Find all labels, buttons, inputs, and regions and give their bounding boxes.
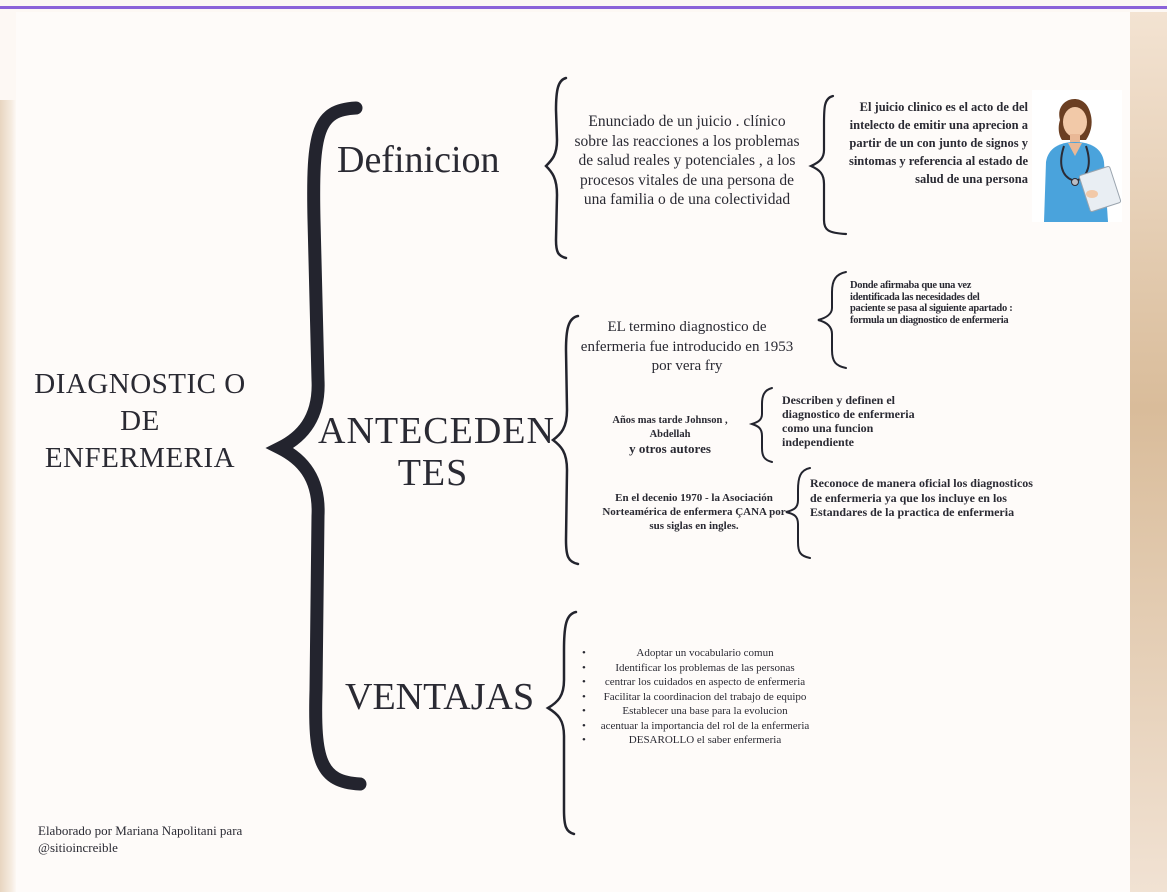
reconoce-brace [785,467,811,559]
nurse-illustration [1032,90,1122,222]
describen-brace [748,387,773,463]
list-item: Establecer una base para la evolucion [580,704,816,719]
top-accent-bar [0,0,1167,9]
ventajas-list: Adoptar un vocabulario comun Identificar… [580,646,816,748]
antecedentes-describen-text: Describen y definen el diagnostico de en… [782,393,915,449]
footer-credit: Elaborado por Mariana Napolitani para @s… [38,823,243,855]
definicion-text: Enunciado de un juicio . clínico sobre l… [574,113,800,208]
antecedentes-donde-text: Donde afirmaba que una vez identificada … [850,280,1013,326]
slide-canvas [16,12,1130,892]
anos-line-1: Años mas tarde Johnson , Abdellah [612,415,728,440]
left-decor-strip [0,100,16,892]
definicion-heading: Definicion [337,139,500,181]
ventajas-heading: VENTAJAS [345,676,535,718]
antecedentes-brace [550,314,580,566]
list-item: centrar los cuidados en aspecto de enfer… [580,675,816,690]
list-item: Facilitar la coordinacion del trabajo de… [580,690,816,705]
main-brace [265,101,367,791]
list-item: acentuar la importancia del rol de la en… [580,719,816,734]
antecedentes-intro-text: EL termino diagnostico de enfermeria fue… [580,319,794,374]
right-decor-strip [1130,12,1167,892]
antecedentes-anos-text: Años mas tarde Johnson , Abdellah y otro… [595,414,745,456]
antecedentes-reconoce-text: Reconoce de manera oficial los diagnosti… [810,476,1033,519]
main-title: DIAGNOSTIC O DE ENFERMERIA [34,368,246,474]
list-item: Adoptar un vocabulario comun [580,646,816,661]
antecedentes-decenio-text: En el decenio 1970 - la Asociación Norte… [602,492,786,532]
list-item: DESAROLLO el saber enfermeria [580,733,816,748]
antecedentes-heading: ANTECEDEN TES [318,410,555,494]
anos-line-2: y otros autores [629,441,711,456]
definicion-brace [544,76,568,260]
ventajas-brace [545,610,578,836]
juicio-clinico-text: El juicio clinico es el acto de del inte… [848,100,1028,186]
donde-brace [817,271,847,369]
list-item: Identificar los problemas de las persona… [580,661,816,676]
juicio-brace [808,94,848,236]
